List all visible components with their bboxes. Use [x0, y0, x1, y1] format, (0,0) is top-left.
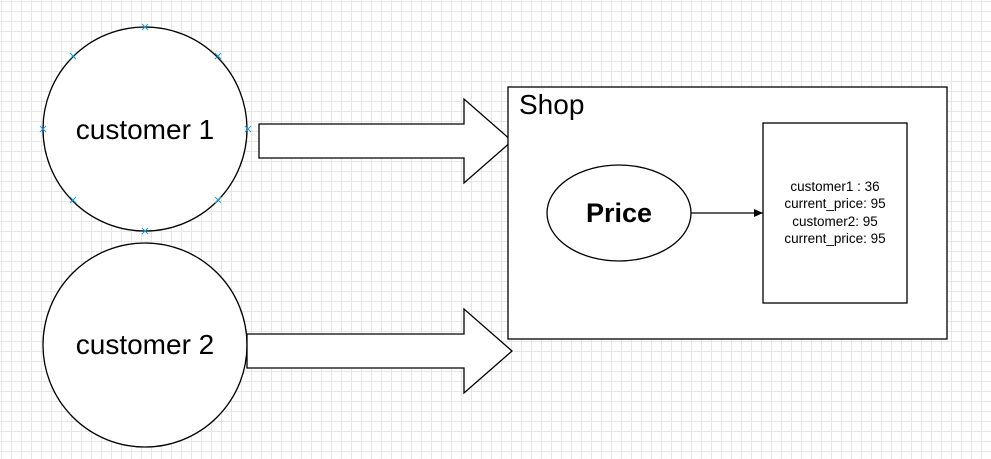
handle-bottom-right[interactable] [214, 196, 222, 204]
state-line-2: current_price: 95 [784, 196, 885, 211]
state-line-4: current_price: 95 [784, 231, 885, 246]
handle-right[interactable] [244, 125, 252, 133]
customer-2-node[interactable]: customer 2 [42, 242, 248, 448]
handle-bottom-left[interactable] [69, 196, 77, 204]
price-label: Price [586, 198, 652, 228]
customer-2-to-shop-arrow[interactable] [246, 307, 513, 395]
handle-top-left[interactable] [69, 52, 77, 60]
state-line-1: customer1 : 36 [790, 179, 879, 194]
shop-label: Shop [519, 89, 584, 120]
customer-2-label: customer 2 [76, 329, 215, 360]
customer-1-node[interactable]: customer 1 [42, 26, 248, 232]
price-node[interactable]: Price [546, 164, 692, 262]
customer-1-label: customer 1 [76, 114, 215, 145]
selection-handles[interactable] [39, 23, 252, 235]
handle-left[interactable] [39, 125, 47, 133]
handle-top-right[interactable] [214, 52, 222, 60]
state-line-3: customer2: 95 [792, 214, 878, 229]
customer-1-to-shop-arrow[interactable] [258, 97, 513, 185]
state-box-rect[interactable] [762, 122, 908, 304]
handle-bottom[interactable] [141, 227, 149, 235]
handle-top[interactable] [141, 23, 149, 31]
state-box[interactable]: customer1 : 36 current_price: 95 custome… [762, 122, 908, 304]
